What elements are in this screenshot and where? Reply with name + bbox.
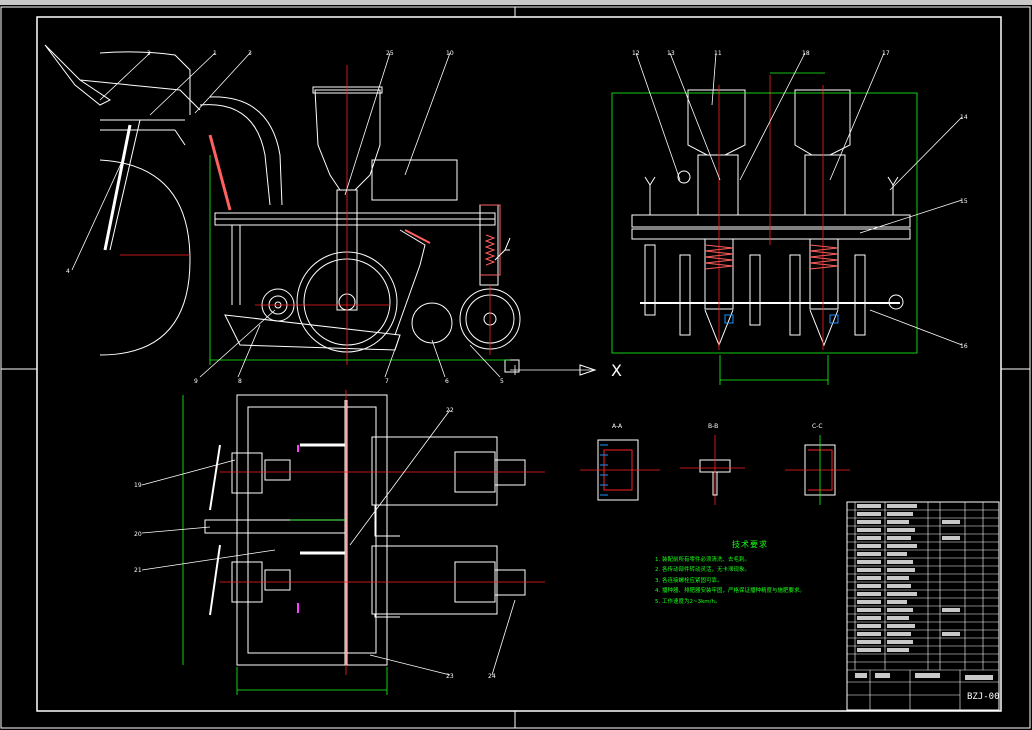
parts-list-fill (855, 504, 993, 680)
requirement-line-5: 5. 工作速度为2~3km/h。 (655, 598, 721, 605)
balloon-19: 19 (134, 482, 142, 489)
balloon-25: 25 (386, 50, 394, 57)
front-view (631, 89, 911, 347)
balloon-2: 2 (147, 50, 151, 57)
balloon-6: 6 (445, 378, 449, 385)
requirement-line-4: 4. 播种器、排肥器安装牢固，严格保证播种精度与施肥要求。 (655, 588, 805, 594)
side-view (44, 44, 521, 373)
top-view-annotations (182, 390, 545, 695)
requirement-line-1: 1. 装配前所有零件必须清洗、去毛刺。 (655, 556, 750, 563)
section-labels: A-A B-B C-C (612, 423, 823, 430)
part-balloons: 1 2 3 4 5 6 7 8 9 10 11 12 13 14 15 16 1… (66, 50, 968, 680)
balloon-4: 4 (66, 268, 70, 275)
crosshair-icon (510, 365, 520, 375)
balloon-8: 8 (238, 378, 242, 385)
side-view-annotations (120, 65, 597, 376)
parts-list-table (846, 501, 1000, 711)
balloon-5: 5 (500, 378, 504, 385)
window-title-bar (0, 0, 1032, 5)
requirement-line-2: 2. 各传动部件转动灵活，无卡滞现象。 (655, 567, 750, 573)
front-view-annotations (611, 72, 918, 385)
balloon-17: 17 (882, 50, 890, 57)
balloon-10: 10 (446, 50, 454, 57)
top-view (204, 394, 526, 666)
balloon-16: 16 (960, 343, 968, 350)
section-details (580, 435, 850, 505)
balloon-21: 21 (134, 567, 142, 574)
cad-drawing-canvas: 1 2 3 4 5 6 7 8 9 10 11 12 13 14 15 16 1… (0, 6, 1031, 729)
balloon-12: 12 (632, 50, 640, 57)
balloon-3: 3 (248, 50, 252, 57)
balloon-22: 22 (446, 407, 454, 414)
section-label-b: B-B (708, 423, 718, 430)
sheet-border (0, 6, 1031, 729)
leader-lines (71, 52, 963, 676)
balloon-1: 1 (213, 50, 217, 57)
balloon-14: 14 (960, 114, 968, 121)
balloon-24: 24 (488, 673, 496, 680)
balloon-18: 18 (802, 50, 810, 57)
balloon-15: 15 (960, 198, 968, 205)
balloon-13: 13 (667, 50, 675, 57)
axis-marker: X (611, 361, 622, 380)
section-label-a: A-A (612, 423, 623, 430)
balloon-11: 11 (714, 50, 722, 57)
drawing-number: BZJ-00 (967, 692, 1000, 702)
technical-requirements: 技术要求 1. 装配前所有零件必须清洗、去毛刺。 2. 各传动部件转动灵活，无卡… (655, 540, 845, 607)
requirement-line-3: 3. 各连接螺栓应紧固可靠。 (655, 577, 723, 584)
balloon-9: 9 (194, 378, 198, 385)
balloon-7: 7 (385, 378, 389, 385)
balloon-23: 23 (446, 673, 454, 680)
technical-requirements-title: 技术要求 (732, 540, 768, 549)
section-label-c: C-C (812, 423, 823, 430)
balloon-20: 20 (134, 531, 142, 538)
